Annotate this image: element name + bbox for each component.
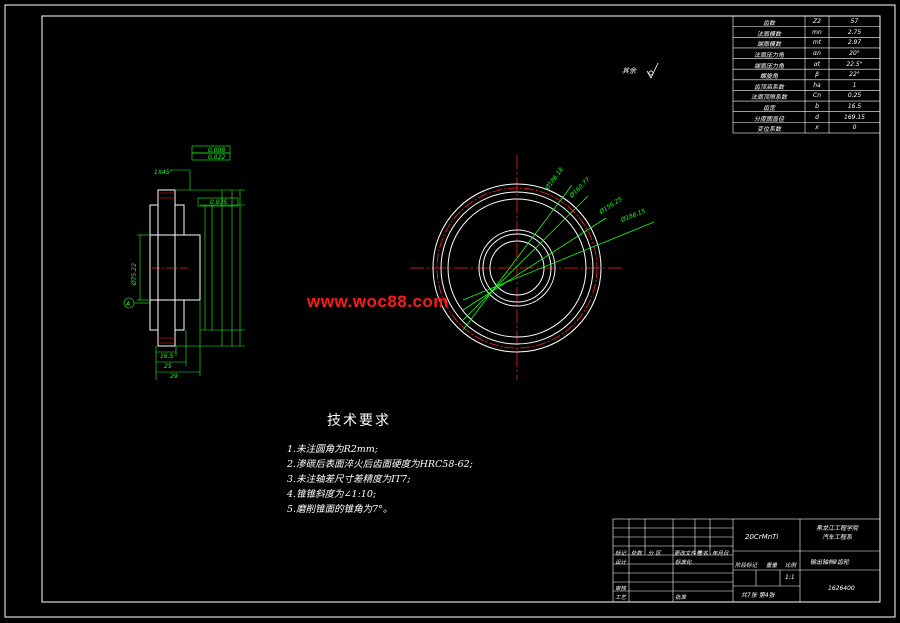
label-zone: 分 区: [648, 551, 661, 557]
label-approve: 批准: [675, 595, 687, 601]
param-cell-1-2: 2.75: [847, 28, 862, 36]
param-cell-2-2: 2.97: [847, 39, 862, 47]
param-cell-0-1: Z2: [813, 18, 821, 25]
label-weight: 重量: [766, 563, 778, 569]
param-cell-7-2: 0.25: [847, 92, 862, 100]
title-drawing-no: 1626400: [828, 585, 855, 592]
tech-requirements-title: 技术要求: [327, 413, 391, 429]
label-stage-mark: 阶段标记: [735, 563, 758, 569]
datum-label: A: [125, 301, 130, 308]
tol-3: 0.035: [210, 199, 227, 206]
roughness-symbol: [646, 62, 659, 79]
gear-section-view: 1X45° 0.008 0.022 0.035 16.5 25 29 A Ø75…: [123, 145, 245, 380]
param-cell-8-0: 齿宽: [762, 105, 775, 113]
label-mark: 标记: [615, 551, 627, 557]
dim-d2: Ø160.77: [568, 176, 592, 200]
param-cell-9-1: d: [815, 113, 819, 121]
title-material: 20CrMnTi: [745, 533, 779, 541]
dim-d3: Ø156.25: [597, 196, 623, 217]
param-cell-8-2: 16.5: [847, 103, 862, 111]
dim-d4: Ø186.15: [619, 208, 647, 225]
tech-req-2: 2.渗碳后表面淬火后齿面硬度为HRC58-62;: [287, 459, 473, 470]
gear-front-view: Ø186.18 Ø160.77 Ø156.25 Ø186.15: [410, 155, 655, 380]
label-process: 工艺: [615, 595, 627, 601]
label-ratio: 比例: [785, 563, 797, 569]
param-cell-10-2: 0: [852, 124, 857, 132]
title-sheets: 共7张 第4张: [741, 592, 775, 599]
label-count: 处数: [631, 551, 643, 557]
param-cell-10-0: 变位系数: [756, 126, 781, 134]
param-cell-4-1: αt: [813, 60, 821, 68]
param-cell-6-2: 1: [852, 81, 857, 89]
param-cell-7-1: Cn: [813, 92, 821, 100]
label-date: 年月日: [712, 551, 729, 557]
watermark: www.woc88.com: [307, 292, 449, 311]
param-cell-2-1: mt: [812, 39, 822, 47]
tech-req-4: 4.锥锥斜度为∠1:10;: [287, 489, 377, 500]
label-review: 审核: [615, 586, 627, 592]
param-cell-5-1: β: [815, 71, 819, 79]
param-cell-1-0: 法面模数: [756, 30, 781, 38]
param-cell-3-0: 法面压力角: [753, 51, 784, 59]
param-cell-4-2: 22.5°: [846, 60, 863, 68]
label-design: 设计: [615, 560, 627, 566]
param-cell-8-1: b: [815, 103, 819, 111]
outer-frame: [4, 4, 896, 618]
param-cell-3-1: αn: [813, 49, 821, 57]
param-cell-4-0: 端面压力角: [753, 62, 784, 70]
dim-chamfer: 1X45°: [154, 169, 173, 176]
title-scale: 1:1: [785, 574, 795, 581]
tol-2: 0.022: [208, 154, 225, 161]
param-cell-0-2: 57: [850, 18, 859, 25]
param-cell-3-2: 20°: [849, 49, 860, 57]
parameter-table: [732, 15, 881, 134]
param-cell-2-0: 端面模数: [756, 41, 781, 49]
param-cell-9-0: 分度圆直径: [753, 115, 784, 123]
param-cell-6-1: ha: [813, 81, 821, 89]
param-cell-1-1: mn: [812, 28, 822, 36]
param-cell-7-0: 法面顶隙系数: [750, 94, 787, 102]
param-cell-5-0: 螺旋角: [759, 73, 778, 81]
tech-req-3: 3.未注轴差尺寸差精度为IT7;: [287, 474, 411, 485]
label-standardize: 标准化: [675, 560, 692, 566]
inner-frame: [41, 15, 881, 603]
param-cell-5-2: 22°: [849, 71, 860, 79]
dim-d1: Ø186.18: [543, 166, 565, 192]
tech-req-5: 5.磨削锥面的锥角为7°。: [287, 504, 393, 515]
title-school: 黑龙江工程学院: [816, 525, 859, 532]
param-cell-10-1: x: [815, 124, 819, 132]
title-block: [612, 518, 881, 603]
dim-width3: 29: [170, 373, 178, 380]
param-cell-0-0: 齿数: [762, 20, 775, 27]
tol-1: 0.008: [208, 147, 225, 154]
roughness-note: 其余: [622, 67, 636, 75]
param-cell-9-2: 169.15: [844, 113, 865, 121]
param-cell-6-0: 齿顶高系数: [753, 83, 784, 91]
dim-width2: 25: [164, 363, 172, 370]
label-change-doc: 更改文件号: [674, 551, 702, 557]
label-sign: 签名: [697, 551, 709, 557]
title-part-name: 输出轴档Ⅱ齿轮: [810, 559, 849, 566]
title-dept: 汽车工程系: [822, 534, 853, 541]
dim-width1: 16.5: [160, 353, 174, 360]
tech-req-1: 1.未注圆角为R2mm;: [287, 444, 378, 455]
dim-bore: Ø75.22: [131, 263, 138, 286]
